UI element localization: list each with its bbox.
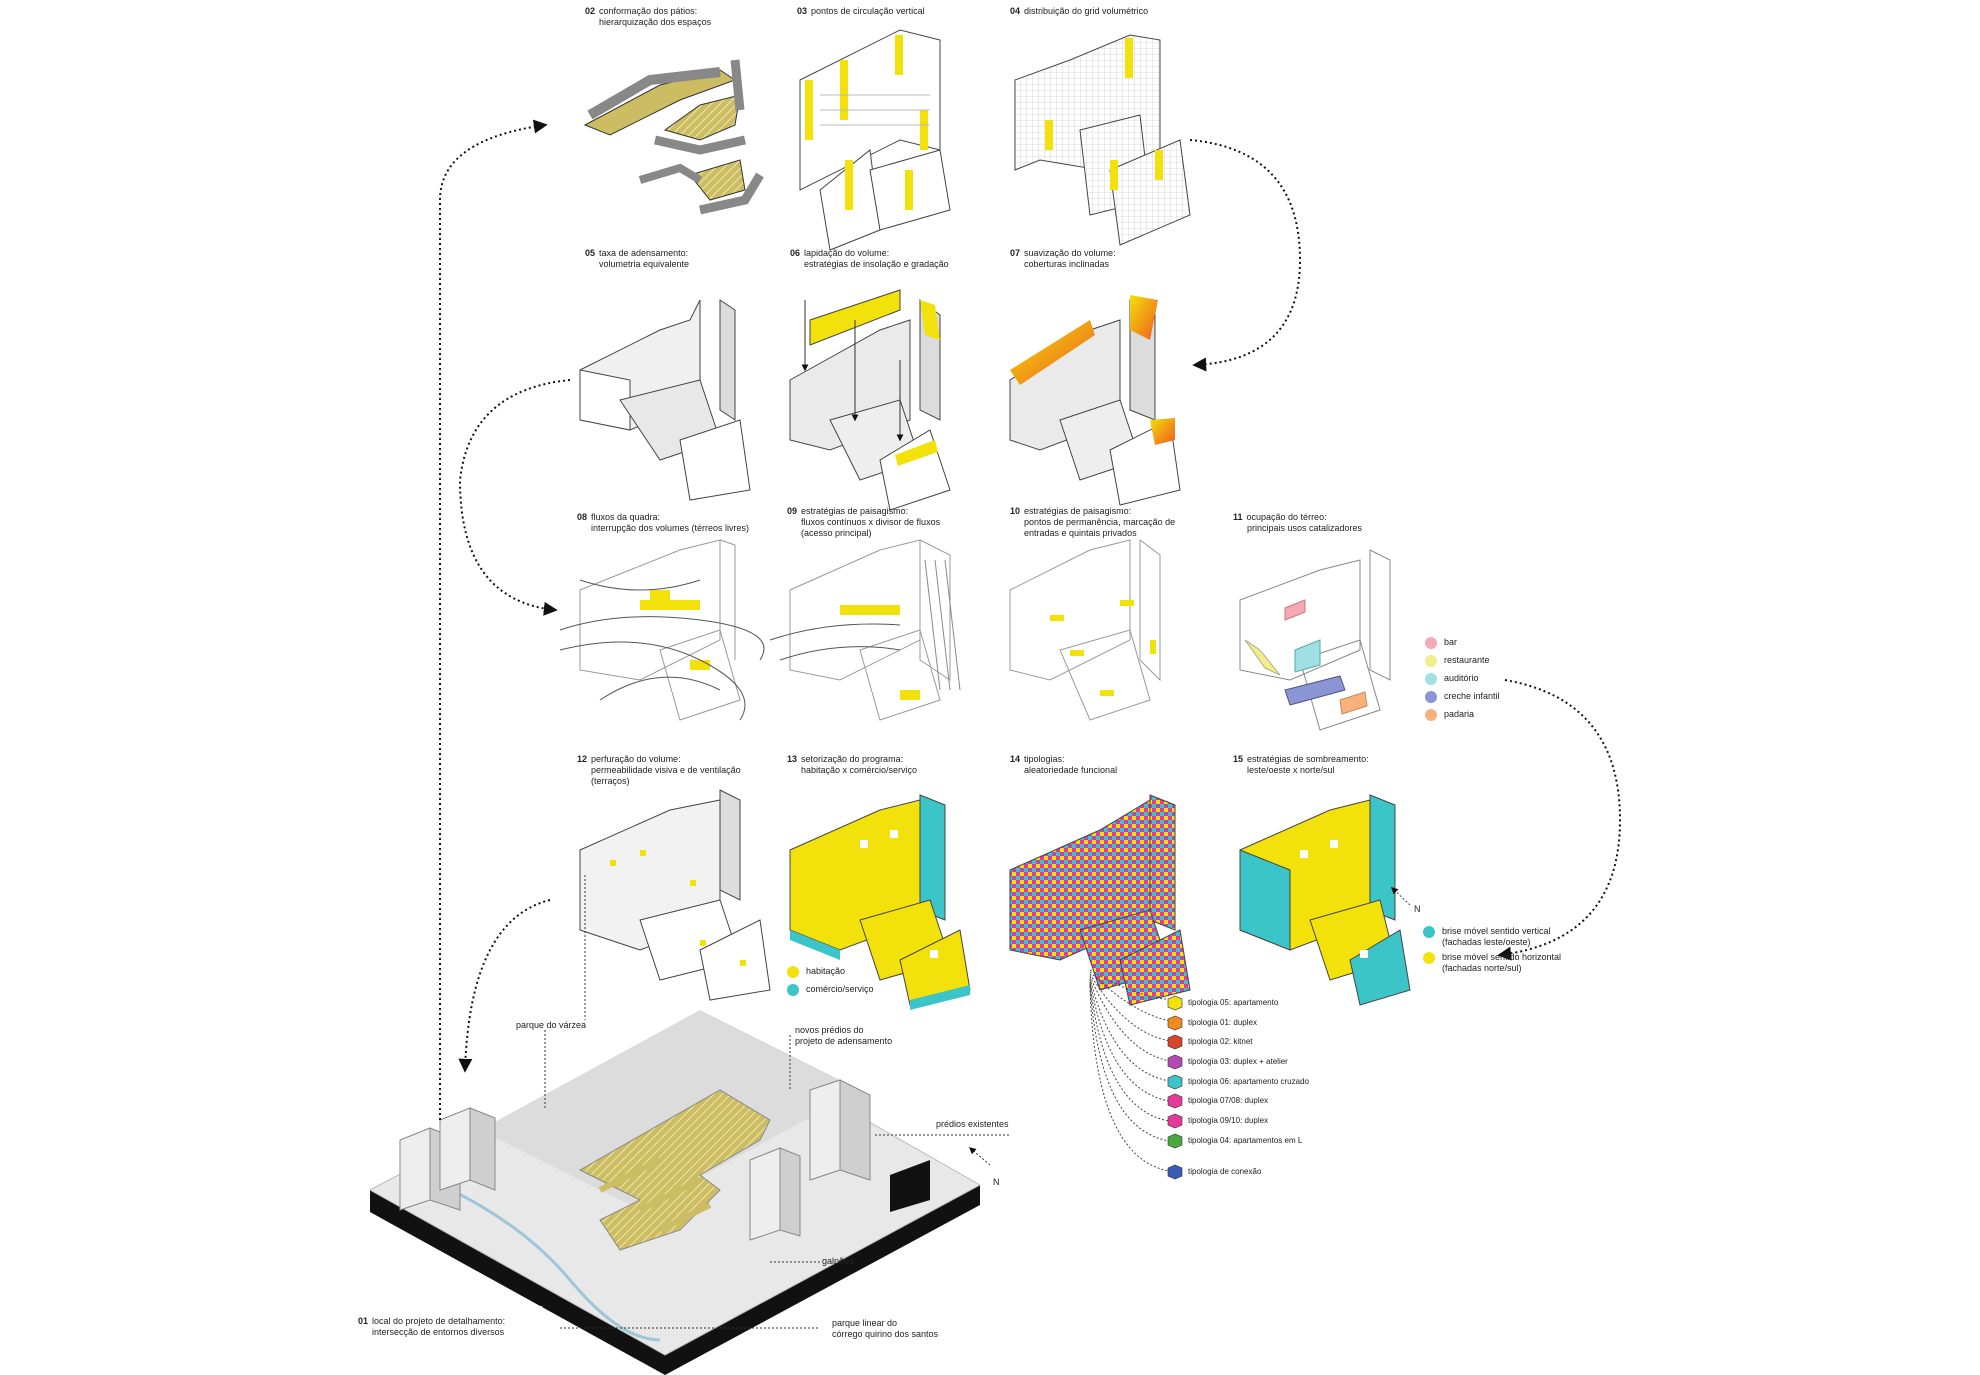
diagram-11-ground-uses (1239, 549, 1391, 731)
site-leader-lines (544, 875, 1010, 1329)
legend-item-bar: bar (1425, 637, 1500, 655)
legend-item-padaria: padaria (1425, 709, 1500, 727)
typology-label: tipologia 03: duplex + atelier (1188, 1057, 1288, 1066)
typology-icon (1167, 1113, 1183, 1129)
legend-item-comercio: comércio/serviço (787, 984, 874, 1002)
legend-item-brise-horizontal: brise móvel sentido horizontal(fachadas … (1423, 952, 1561, 978)
diagram-13-program (789, 794, 971, 1010)
diagram-08-flows (559, 539, 765, 721)
legend-swatch (1425, 709, 1437, 721)
legend-shading: brise móvel sentido vertical(fachadas le… (1423, 926, 1561, 978)
typology-icon (1167, 1133, 1183, 1149)
legend-swatch (1423, 952, 1435, 964)
diagram-04-grid (1014, 34, 1191, 246)
diagram-03-circulation (799, 29, 951, 251)
label-galpoes: galpões (822, 1256, 854, 1266)
diagram-12-perforation (579, 789, 771, 1001)
legend-item-brise-vertical: brise móvel sentido vertical(fachadas le… (1423, 926, 1561, 952)
diagram-05-density (579, 299, 751, 501)
diagram-09-landscape-flows (769, 539, 961, 721)
typology-icon (1167, 1074, 1183, 1090)
north-label-site: N (993, 1177, 1000, 1187)
legend-item-restaurante: restaurante (1425, 655, 1500, 673)
typology-icon (1167, 1164, 1183, 1180)
label-parque-varzea: parque do várzea (516, 1020, 587, 1030)
typology-label: tipologia 06: apartamento cruzado (1188, 1077, 1309, 1086)
diagram-02-patios (583, 59, 764, 215)
legend-program: habitação comércio/serviço (787, 966, 874, 1002)
site-plan-01 (368, 1010, 982, 1375)
legend-swatch (1425, 655, 1437, 667)
diagram-15-shading (1239, 794, 1411, 1006)
legend-swatch (1423, 926, 1435, 938)
diagram-07-roofs (1009, 295, 1181, 506)
legend-item-habitacao: habitação (787, 966, 874, 984)
legend-swatch (1425, 673, 1437, 685)
typology-label: tipologia 04: apartamentos em L (1188, 1136, 1303, 1145)
legend-item-auditorio: auditório (1425, 673, 1500, 691)
typology-icon (1167, 1054, 1183, 1070)
typology-icon (1167, 995, 1183, 1011)
flow-arrows (439, 119, 1622, 1120)
diagram-10-permanence (1009, 539, 1161, 721)
typology-icon (1167, 1034, 1183, 1050)
label-predios-existentes: prédios existentes (936, 1119, 1009, 1129)
legend-swatch (1425, 691, 1437, 703)
diagram-06-insolation (789, 289, 951, 511)
legend-swatch (787, 966, 799, 978)
typology-label: tipologia 01: duplex (1188, 1018, 1257, 1027)
legend-item-creche: creche infantil (1425, 691, 1500, 709)
typology-label: tipologia de conexão (1188, 1167, 1262, 1176)
legend-swatch (1425, 637, 1437, 649)
north-arrow-15 (1390, 887, 1411, 906)
typology-icons (1167, 995, 1183, 1180)
typology-icon (1167, 1015, 1183, 1031)
diagram-14-typologies (1009, 794, 1191, 1006)
north-label-15: N (1414, 904, 1421, 914)
typology-label: tipologia 07/08: duplex (1188, 1096, 1269, 1105)
typology-label: tipologia 09/10: duplex (1188, 1116, 1269, 1125)
legend-swatch (787, 984, 799, 996)
typology-label: tipologia 02: kitnet (1188, 1037, 1253, 1046)
typology-icon (1167, 1093, 1183, 1109)
legend-ground-floor: bar restaurante auditório creche infanti… (1425, 637, 1500, 727)
typology-label: tipologia 05: apartamento (1188, 998, 1279, 1007)
